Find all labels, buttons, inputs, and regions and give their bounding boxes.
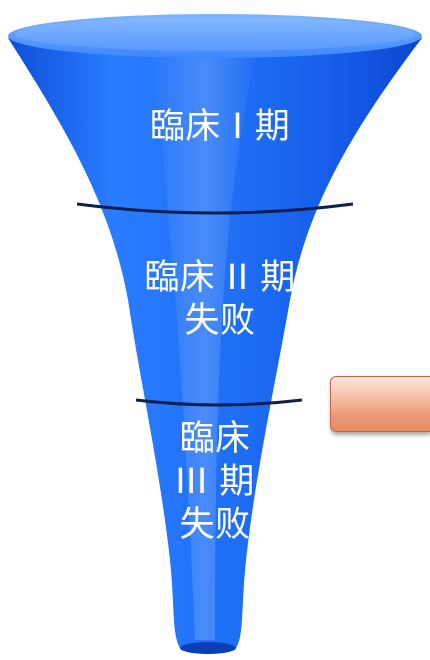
stage-3-line-3: 失败 [179,505,251,545]
stage-label-3: 臨床 III 期 失败 [150,418,280,547]
stage-1-line-1: 臨床 I 期 [149,107,291,147]
stage-3-line-2: III 期 [175,462,255,502]
stage-label-2: 臨床 II 期 失败 [110,257,330,343]
stage-divider-2 [135,398,303,407]
stage-2-line-1: 臨床 II 期 [144,258,296,298]
stage-2-line-2: 失败 [184,301,256,341]
funnel-rim [8,14,422,58]
funnel-highlight [150,40,260,640]
stage-label-1: 臨床 I 期 [110,106,330,149]
stage-3-line-1: 臨床 [179,419,251,459]
stage-divider-1 [76,202,354,215]
side-orange-box [330,376,430,432]
funnel-bottom [180,642,236,654]
